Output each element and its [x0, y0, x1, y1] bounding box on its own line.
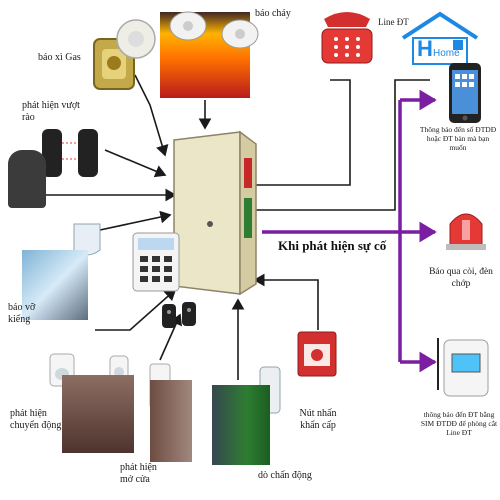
svg-text:H: H — [417, 36, 433, 61]
label-door: phát hiện mở cửa — [120, 462, 157, 485]
siren-icon — [440, 200, 492, 252]
label-gas: báo xì Gas — [38, 52, 81, 63]
panic-button-icon — [296, 330, 338, 380]
label-line: Line ĐT — [378, 17, 409, 27]
gas-detector-icon — [90, 35, 138, 93]
label-gsm: thông báo đến ĐT bằng SIM ĐTDĐ để phòng … — [420, 410, 498, 437]
house-logo-icon: H — [401, 11, 479, 65]
label-vibration: dò chấn động — [258, 470, 312, 481]
label-motion: phát hiện chuyển động — [10, 408, 62, 431]
intruder-room-photo — [62, 375, 134, 453]
keypad-icon — [132, 232, 180, 292]
label-fire: báo cháy — [255, 8, 291, 19]
phone-icon — [318, 5, 376, 67]
label-glass: báo vỡ kiếng — [8, 302, 36, 325]
smoke-detector-icon — [168, 10, 208, 46]
remote-icon — [160, 300, 206, 332]
smartphone-icon — [448, 62, 482, 124]
beam-sensor-icon — [40, 125, 100, 180]
alarm-panel-icon — [170, 128, 260, 298]
smoke-detector-icon-2 — [220, 18, 260, 54]
label-fence: phát hiện vượt rào — [22, 100, 80, 123]
gsm-dialer-icon — [430, 330, 492, 400]
door-photo — [150, 380, 192, 462]
detect-label: Khi phát hiện sự cố — [278, 238, 387, 253]
label-panic: Nút nhấn khẩn cấp — [299, 408, 337, 431]
gas-detector-icon-2 — [115, 18, 157, 60]
label-siren: Báo qua còi, đèn chớp — [429, 267, 493, 289]
brand-logo: H Home — [395, 8, 495, 68]
brand-logo-text: Home — [433, 48, 460, 59]
safe-photo — [212, 385, 270, 465]
broken-window-photo — [22, 250, 88, 320]
label-sms: Thông báo đến số ĐTDĐ hoặc ĐT bàn mà bạn… — [419, 125, 497, 152]
intruder-figure — [8, 150, 46, 208]
